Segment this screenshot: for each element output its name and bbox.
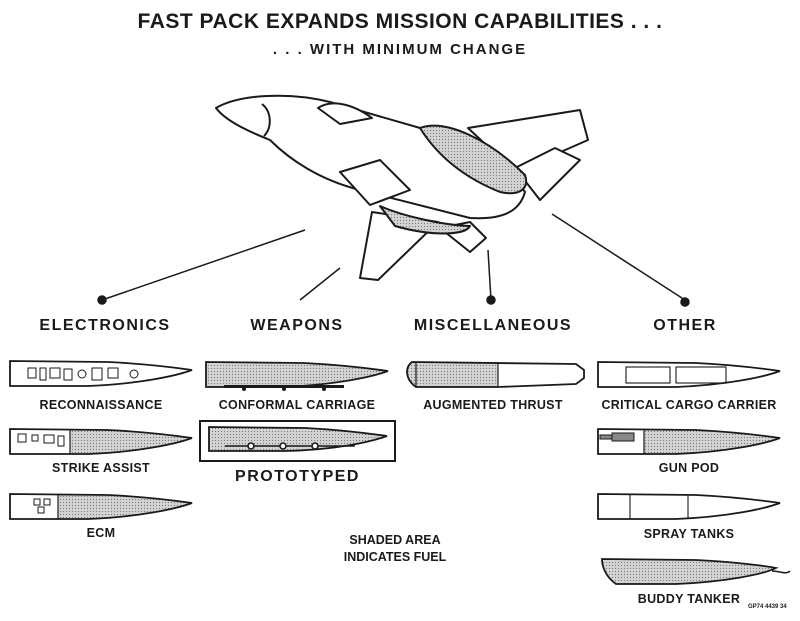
- category-miscellaneous: MISCELLANEOUS: [413, 317, 573, 334]
- pack-gun-pod: [597, 428, 781, 455]
- diagram-subtitle: . . . WITH MINIMUM CHANGE: [272, 41, 528, 58]
- label-ecm: ECM: [86, 526, 116, 540]
- label-augmented-thrust: AUGMENTED THRUST: [423, 398, 563, 412]
- figure-code: GP74 4439 34: [748, 604, 787, 610]
- leader-electronics: [101, 229, 306, 301]
- pack-strike-assist: [9, 428, 193, 455]
- fast-pack-upper: [419, 124, 528, 195]
- pack-ecm: [9, 493, 193, 520]
- prototyped-box: [199, 420, 396, 462]
- fuel-note-line-1: SHADED AREA: [349, 533, 441, 547]
- aircraft-tail: [514, 147, 581, 201]
- label-critical-cargo-carrier: CRITICAL CARGO CARRIER: [601, 398, 777, 412]
- pack-prototyped: [208, 426, 388, 452]
- pack-reconnaissance: [9, 360, 193, 387]
- pack-conformal-carriage: [205, 361, 389, 391]
- category-weapons: WEAPONS: [250, 317, 344, 334]
- pack-buddy-tanker: [601, 558, 791, 585]
- label-buddy-tanker: BUDDY TANKER: [637, 592, 741, 606]
- label-spray-tanks: SPRAY TANKS: [643, 527, 735, 541]
- label-gun-pod: GUN POD: [658, 461, 720, 475]
- label-reconnaissance: RECONNAISSANCE: [39, 398, 163, 412]
- pack-augmented-thrust: [406, 361, 585, 388]
- leader-weapons: [299, 267, 341, 301]
- fuel-note: SHADED AREA INDICATES FUEL: [330, 532, 460, 566]
- category-other: OTHER: [653, 317, 717, 334]
- leader-other: [551, 213, 686, 301]
- fast-pack-lower: [379, 205, 471, 235]
- aircraft-fuselage: [215, 94, 526, 220]
- label-prototyped: PROTOTYPED: [235, 468, 360, 485]
- fuel-note-line-2: INDICATES FUEL: [343, 550, 447, 564]
- leader-misc: [487, 249, 492, 301]
- label-strike-assist: STRIKE ASSIST: [52, 461, 150, 475]
- pack-critical-cargo-carrier: [597, 361, 781, 388]
- pack-spray-tanks: [597, 493, 781, 520]
- aircraft-canopy: [317, 102, 373, 125]
- category-electronics: ELECTRONICS: [39, 317, 171, 334]
- label-conformal-carriage: CONFORMAL CARRIAGE: [218, 398, 376, 412]
- diagram-title: FAST PACK EXPANDS MISSION CAPABILITIES .…: [137, 10, 663, 33]
